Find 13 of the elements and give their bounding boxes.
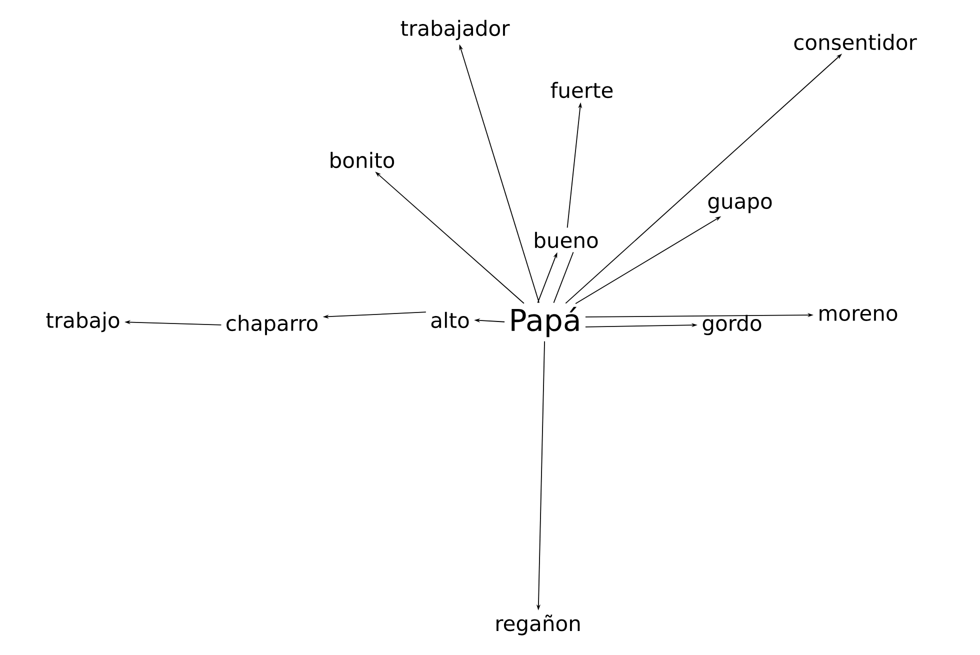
word-label: fuerte bbox=[550, 82, 613, 98]
word-label: Papá bbox=[512, 306, 579, 338]
word-label: gordo bbox=[702, 314, 762, 336]
word-label: regañon bbox=[496, 614, 580, 636]
word-label: moreno bbox=[820, 308, 898, 322]
word-label: trabajador bbox=[400, 20, 510, 40]
word-label: guapo bbox=[708, 196, 772, 214]
word-label: chaparro bbox=[226, 314, 318, 336]
word-label: alto bbox=[431, 312, 469, 328]
word-label: consentidor bbox=[794, 34, 917, 50]
word-label: bonito bbox=[330, 152, 394, 168]
word-label: trabajo bbox=[46, 312, 120, 332]
word-label: bueno bbox=[535, 232, 598, 248]
